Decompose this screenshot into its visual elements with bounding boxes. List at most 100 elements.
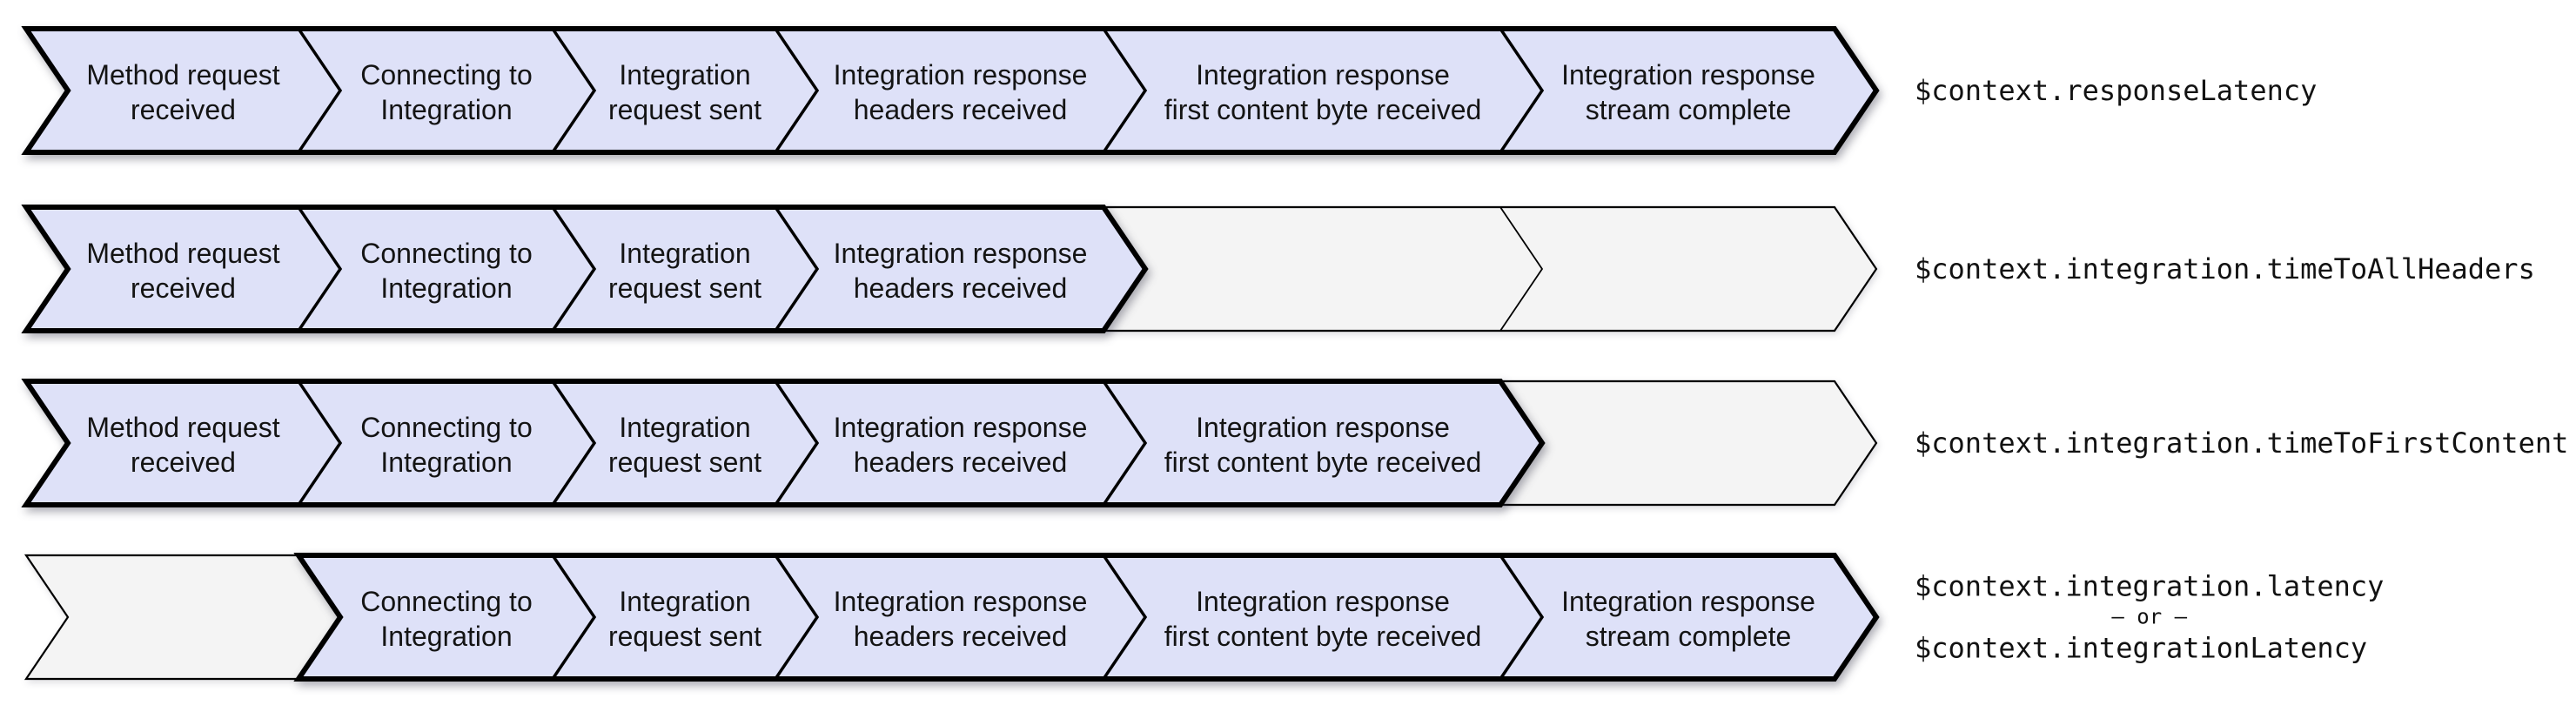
segment-divider bbox=[551, 206, 597, 332]
context-variable-label: $context.integration.timeToAllHeaders bbox=[1915, 252, 2535, 286]
stage-label-line1: Integration response bbox=[1561, 586, 1815, 617]
stage-label-line1: Method request bbox=[86, 238, 279, 269]
stage-label: Integration response headers received bbox=[834, 412, 1088, 478]
stage-label-line1: Integration bbox=[619, 238, 750, 269]
stage-label-line2: headers received bbox=[854, 94, 1067, 125]
segment-divider bbox=[774, 380, 820, 506]
flow-region-filled bbox=[21, 205, 1149, 333]
stage-label: Integration response headers received bbox=[834, 586, 1088, 652]
segment-divider bbox=[774, 554, 820, 680]
segment-divider bbox=[1499, 554, 1545, 680]
segment-divider bbox=[297, 206, 343, 332]
stage-label-line1: Integration bbox=[619, 412, 750, 443]
segment-divider bbox=[1102, 380, 1148, 506]
segment-divider bbox=[1102, 28, 1148, 153]
chevron-bar: Method request received Connecting to Integ… bbox=[0, 377, 1932, 516]
stage-label-line1: Method request bbox=[86, 412, 279, 443]
stage-label-line2: received bbox=[131, 94, 236, 125]
stage-label-line2: first content byte received bbox=[1164, 94, 1482, 125]
flow-region-filled bbox=[21, 26, 1880, 155]
stage-label-line1: Connecting to bbox=[360, 586, 532, 617]
code-label: $context.responseLatency bbox=[1915, 74, 2318, 107]
flow-region-filled bbox=[21, 379, 1546, 507]
segment-divider bbox=[774, 206, 820, 332]
stage-label-line2: received bbox=[131, 447, 236, 478]
stage-label-line1: Integration response bbox=[1196, 59, 1450, 91]
stage-label: Method request received bbox=[86, 412, 279, 478]
stage-label-line2: Integration bbox=[380, 272, 512, 304]
stage-label-line1: Connecting to bbox=[360, 59, 532, 91]
context-variable-label: $context.responseLatency bbox=[1915, 73, 2317, 108]
flow-region-empty bbox=[1101, 205, 1878, 332]
context-variable-label: $context.integration.timeToFirstContent bbox=[1915, 426, 2568, 460]
stage-label-line2: headers received bbox=[854, 272, 1067, 304]
segment-divider bbox=[551, 554, 597, 680]
stage-label-line2: headers received bbox=[854, 447, 1067, 478]
stage-label-line2: Integration bbox=[380, 447, 512, 478]
stage-label-line2: request sent bbox=[608, 94, 761, 125]
timeline-row-time-to-first-content: Method request received Connecting to Integ… bbox=[0, 377, 2576, 516]
stage-label-line2: Integration bbox=[380, 621, 512, 652]
segment-divider bbox=[1499, 206, 1544, 332]
or-separator-label: – or – bbox=[2111, 604, 2188, 629]
flow-region-empty bbox=[23, 554, 342, 681]
stage-label: Integration request sent bbox=[608, 412, 761, 478]
stage-label-line2: request sent bbox=[608, 447, 761, 478]
segment-divider bbox=[1499, 28, 1545, 153]
stage-label-line2: request sent bbox=[608, 272, 761, 304]
stage-label-line1: Integration response bbox=[1196, 586, 1450, 617]
stage-label-line1: Method request bbox=[86, 59, 279, 91]
code-label: $context.integration.timeToAllHeaders bbox=[1915, 252, 2535, 285]
stage-label-line1: Integration response bbox=[834, 412, 1088, 443]
stage-label-line1: Integration response bbox=[1561, 59, 1815, 91]
code-label: $context.integrationLatency bbox=[1915, 631, 2368, 665]
segment-divider bbox=[297, 380, 343, 506]
segment-divider bbox=[551, 380, 597, 506]
flow-region-filled bbox=[293, 553, 1880, 682]
stage-label-line1: Integration bbox=[619, 586, 750, 617]
stage-label-line1: Integration bbox=[619, 59, 750, 91]
stage-label-line2: first content byte received bbox=[1164, 447, 1482, 478]
code-label: $context.integration.latency bbox=[1915, 569, 2385, 603]
stage-label-line2: first content byte received bbox=[1164, 621, 1482, 652]
stage-label-line1: Connecting to bbox=[360, 412, 532, 443]
stage-label-line1: Integration response bbox=[834, 586, 1088, 617]
stage-label-line2: Integration bbox=[380, 94, 512, 125]
stage-label: Integration response first content byte r… bbox=[1164, 586, 1482, 652]
flow-region-empty bbox=[1498, 380, 1878, 507]
stage-label-line2: stream complete bbox=[1586, 94, 1792, 125]
stage-label: Connecting to Integration bbox=[360, 412, 532, 478]
code-label: $context.integration.timeToFirstContent bbox=[1915, 427, 2569, 460]
stage-label: Integration response first content byte r… bbox=[1164, 412, 1482, 478]
stage-label-line2: received bbox=[131, 272, 236, 304]
chevron-bar-svg: Method request received Connecting to Integ… bbox=[21, 379, 1878, 507]
stage-label-line2: headers received bbox=[854, 621, 1067, 652]
segment-divider bbox=[297, 28, 343, 153]
stage-label: Connecting to Integration bbox=[360, 586, 532, 652]
stage-label-line1: Integration response bbox=[1196, 412, 1450, 443]
segment-divider bbox=[551, 28, 597, 153]
stage-label-line1: Integration response bbox=[834, 238, 1088, 269]
segment-divider bbox=[1102, 554, 1148, 680]
stage-label-line1: Integration response bbox=[834, 59, 1088, 91]
